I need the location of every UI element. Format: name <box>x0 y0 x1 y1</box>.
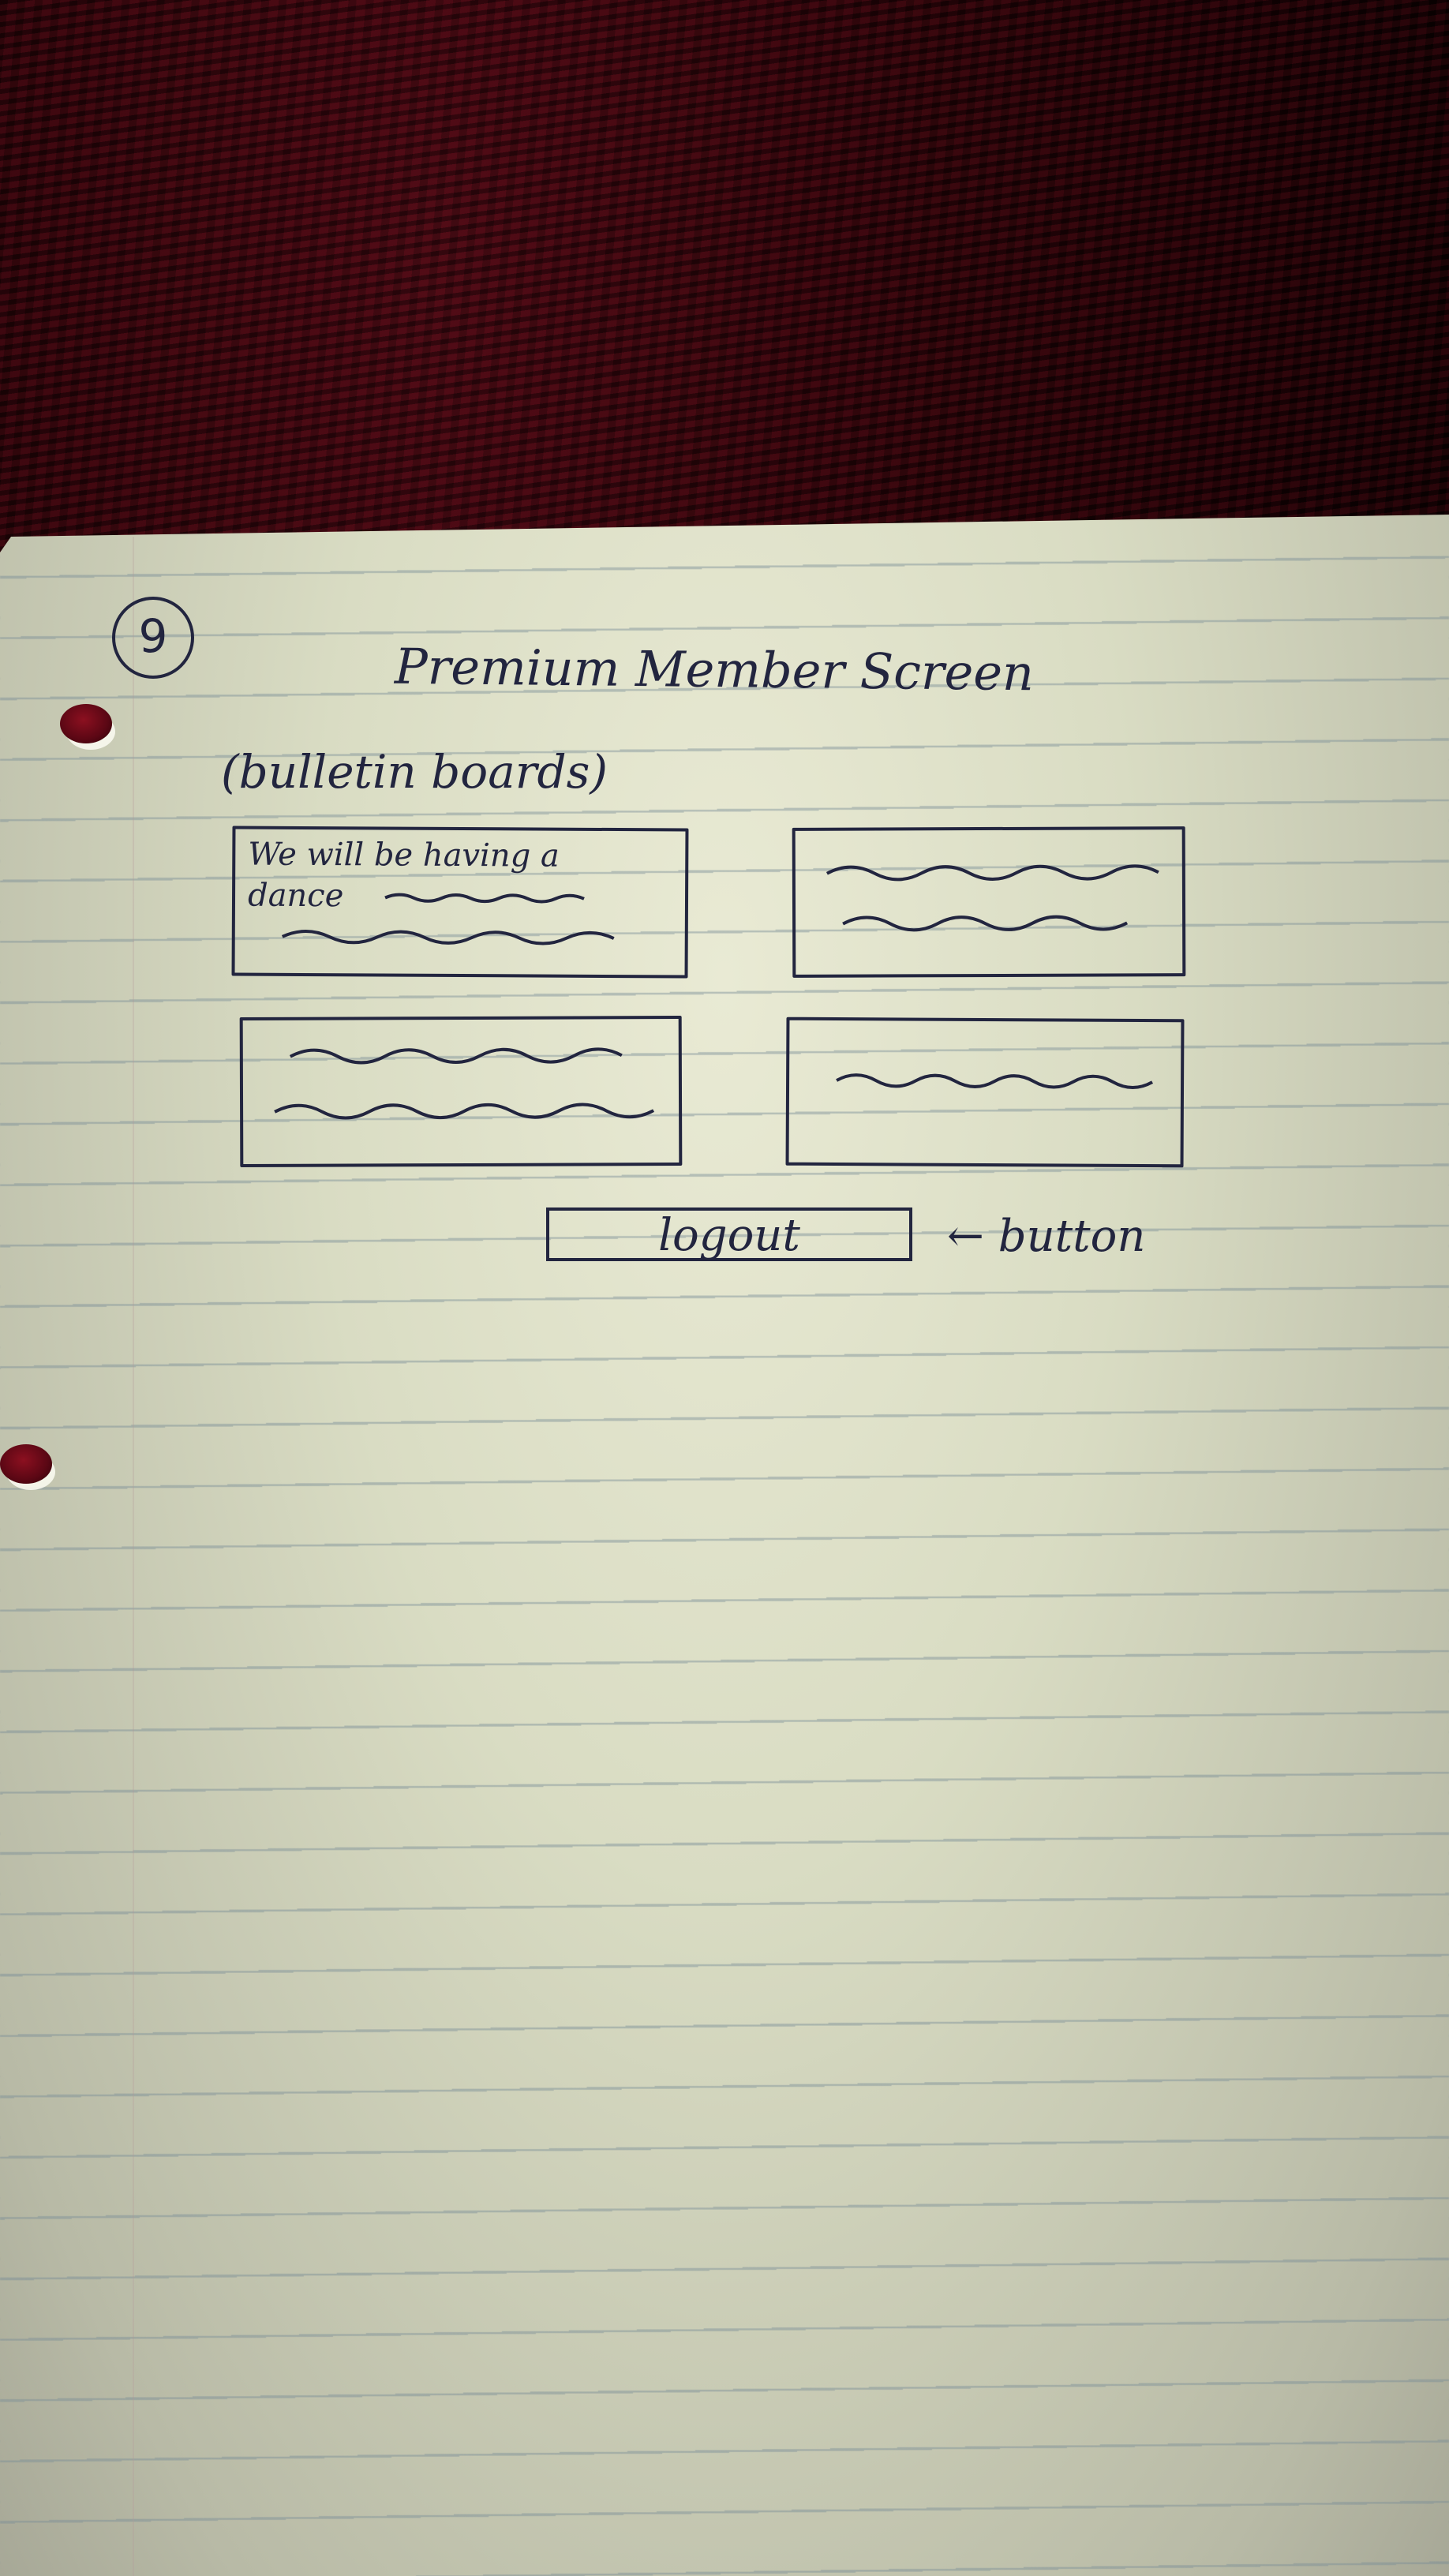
bulletin-board-3-placeholder-lines <box>274 1047 655 1120</box>
red-cloth-background <box>0 0 1449 568</box>
logout-button[interactable]: logout <box>546 1208 912 1261</box>
bulletin-board-1-placeholder-lines <box>281 893 615 945</box>
punch-hole-middle <box>0 1444 52 1484</box>
page-number-circle <box>112 597 194 679</box>
bulletin-board-2-placeholder-lines <box>826 864 1159 932</box>
screen-title: Premium Member Screen <box>394 637 1035 702</box>
margin-line <box>133 537 134 2576</box>
bulletin-board-4 <box>785 1017 1185 1168</box>
bulletin-board-4-placeholder-lines <box>836 1073 1154 1089</box>
button-annotation: ← button <box>947 1211 1146 1262</box>
punch-hole-top <box>60 704 112 743</box>
section-subtitle: (bulletin boards) <box>221 745 608 799</box>
bulletin-board-2 <box>792 826 1186 978</box>
bulletin-board-3 <box>239 1016 683 1167</box>
bulletin-board-1: We will be having a dance <box>231 826 689 979</box>
page-number: 9 <box>138 609 168 663</box>
